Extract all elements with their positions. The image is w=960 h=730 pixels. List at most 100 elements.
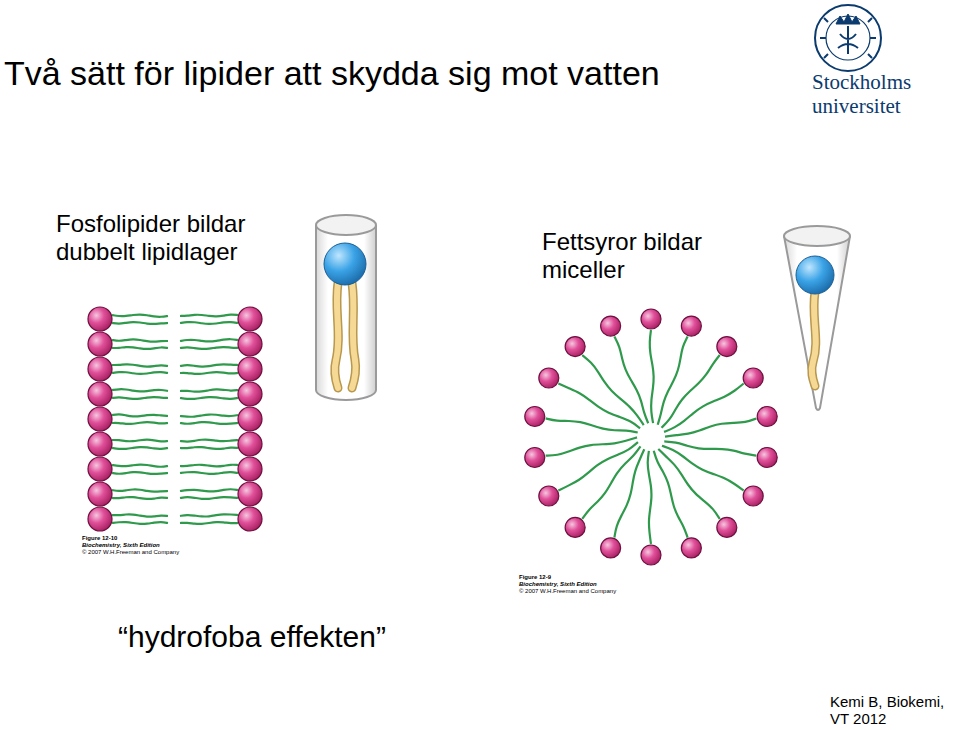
university-name: Stockholms universitet xyxy=(812,70,944,118)
polar-head xyxy=(88,407,112,431)
lipid-tail xyxy=(112,497,168,499)
polar-head xyxy=(88,457,112,481)
lipid-tail xyxy=(112,315,168,317)
polar-head xyxy=(641,309,661,329)
lipid-tail xyxy=(112,465,168,467)
lipid-tail xyxy=(112,489,168,491)
fatty-acid-tail xyxy=(558,442,638,490)
polar-head xyxy=(757,447,777,467)
polar-head xyxy=(565,337,585,357)
lipid-tail xyxy=(112,472,168,474)
lipid-tail xyxy=(180,315,238,317)
lipid-tail xyxy=(180,397,238,399)
copyright-note: © 2007 W.H.Freeman and Company xyxy=(519,588,669,595)
lipid-tail xyxy=(112,414,168,416)
lipid-tail xyxy=(112,447,168,449)
lipid-tail xyxy=(112,322,168,324)
polar-head xyxy=(743,486,763,506)
polar-head xyxy=(238,457,262,481)
lipid-tail xyxy=(112,347,168,349)
polar-head xyxy=(601,316,621,336)
fatty-acid-tail xyxy=(662,446,744,491)
copyright-note: © 2007 W.H.Freeman and Company xyxy=(82,549,232,556)
concept-label: “hydrofoba effekten” xyxy=(118,620,458,655)
figure-number: Figure 12-9 xyxy=(519,574,669,581)
polar-head xyxy=(238,382,262,406)
lipid-tail xyxy=(180,465,238,467)
lipid-tail xyxy=(180,422,238,424)
slide-title: Två sätt för lipider att skydda sig mot … xyxy=(4,54,804,93)
polar-head xyxy=(88,332,112,356)
lipid-tail xyxy=(112,440,168,442)
polar-head xyxy=(539,486,559,506)
lipid-tail xyxy=(180,472,238,474)
fatty-acid-tail xyxy=(665,418,756,436)
lipid-tail xyxy=(112,372,168,374)
caption-text: Fosfolipider bildar dubbelt lipidlager xyxy=(56,210,306,265)
course-footer: Kemi B, Biokemi, VT 2012 xyxy=(830,693,956,728)
fatty-acid-tail xyxy=(664,384,744,432)
polar-head xyxy=(88,482,112,506)
polar-head xyxy=(88,382,112,406)
polar-head xyxy=(681,538,701,558)
polar-head xyxy=(238,332,262,356)
lipid-tail xyxy=(180,415,238,417)
lipid-tail xyxy=(180,322,238,324)
book-credit: Biochemistry, Sixth Edition xyxy=(82,542,232,549)
lipid-tail xyxy=(180,489,238,491)
polar-head xyxy=(525,447,545,467)
lipid-tail xyxy=(112,364,168,366)
micelle xyxy=(525,309,777,565)
fatty-acid-tail xyxy=(582,355,643,425)
figure-number: Figure 12-10 xyxy=(82,535,232,542)
polar-head xyxy=(743,368,763,388)
polar-head xyxy=(88,432,112,456)
polar-head xyxy=(238,507,262,531)
fatty-acid-tail xyxy=(658,336,688,424)
polar-head xyxy=(238,482,262,506)
lipid-tail xyxy=(112,389,168,391)
polar-head xyxy=(238,407,262,431)
lipid-tail xyxy=(112,422,168,424)
book-credit: Biochemistry, Sixth Edition xyxy=(519,581,669,588)
polar-head xyxy=(641,545,661,565)
lipid-tail xyxy=(180,364,238,366)
lipid-tail xyxy=(112,514,168,516)
polar-head xyxy=(717,517,737,537)
polar-head xyxy=(525,407,545,427)
polar-head xyxy=(238,357,262,381)
polar-head xyxy=(88,357,112,381)
fatty-acid-tail xyxy=(546,418,638,432)
caption-text: Fettsyror bildar miceller xyxy=(542,228,762,283)
cylinder-shape xyxy=(316,215,376,400)
lipid-tail xyxy=(180,389,238,391)
fatty-acid-tail xyxy=(614,449,644,537)
polar-head xyxy=(601,538,621,558)
lipid-tail xyxy=(180,497,238,499)
polar-head xyxy=(539,368,559,388)
lipid-tail xyxy=(112,339,168,341)
lipid-bilayer xyxy=(88,307,262,531)
lipid-tail xyxy=(112,522,168,524)
fatty-acid-tail xyxy=(654,451,688,538)
lipid-tail xyxy=(112,397,168,399)
polar-head xyxy=(757,407,777,427)
fatty-acid-tail xyxy=(614,336,648,423)
lipid-tail xyxy=(180,372,238,374)
polar-head xyxy=(238,307,262,331)
lipid-tail xyxy=(180,514,238,516)
polar-head xyxy=(88,307,112,331)
lipid-tail xyxy=(180,440,238,442)
lipid-tail xyxy=(180,447,238,449)
lipid-tail xyxy=(180,522,238,524)
polar-head xyxy=(681,316,701,336)
polar-head xyxy=(717,337,737,357)
polar-head xyxy=(88,507,112,531)
polar-head xyxy=(565,517,585,537)
fatty-acid-tail xyxy=(648,451,652,544)
university-emblem xyxy=(815,5,881,71)
fatty-acid-tail xyxy=(546,437,637,455)
lipid-tail xyxy=(180,347,238,349)
lipid-tail xyxy=(180,339,238,341)
fatty-acid-tail xyxy=(650,330,654,423)
